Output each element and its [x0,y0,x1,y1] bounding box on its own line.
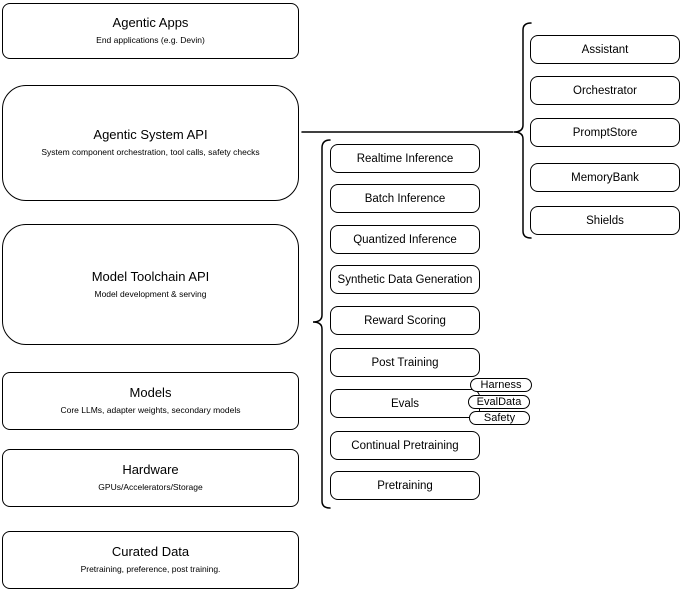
node-title: Models [129,385,172,401]
node-reward-scoring: Reward Scoring [330,306,480,335]
node-hardware: Hardware GPUs/Accelerators/Storage [2,449,299,507]
tag-label: EvalData [476,396,522,408]
node-label: Reward Scoring [364,314,446,327]
node-orchestrator: Orchestrator [530,76,680,105]
node-label: Continual Pretraining [351,439,459,452]
node-title: Agentic System API [93,127,208,143]
node-label: Batch Inference [364,192,446,205]
node-models: Models Core LLMs, adapter weights, secon… [2,372,299,430]
tag-harness: Harness [470,378,532,392]
components-brace [513,22,532,239]
tag-label: Safety [483,412,516,424]
node-subtitle: Model development & serving [94,288,207,299]
node-label: Pretraining [377,479,433,492]
node-label: Synthetic Data Generation [337,273,473,286]
node-pretraining: Pretraining [330,471,480,500]
node-label: PromptStore [572,126,638,139]
node-subtitle: Core LLMs, adapter weights, secondary mo… [60,405,241,416]
node-subtitle: Pretraining, preference, post training. [80,564,221,575]
node-agentic-system-api: Agentic System API System component orch… [2,85,299,201]
node-subtitle: End applications (e.g. Devin) [96,35,205,46]
node-quantized-inference: Quantized Inference [330,225,480,254]
node-model-toolchain-api: Model Toolchain API Model development & … [2,224,299,345]
node-label: Realtime Inference [356,152,454,165]
node-label: Evals [390,397,420,410]
node-label: MemoryBank [571,171,639,184]
node-label: Orchestrator [573,84,637,97]
node-label: Post Training [371,356,439,369]
node-memorybank: MemoryBank [530,163,680,192]
node-realtime-inference: Realtime Inference [330,144,480,173]
node-synthetic-data-generation: Synthetic Data Generation [330,265,480,294]
node-title: Model Toolchain API [91,268,210,284]
node-label: Shields [586,214,624,227]
node-shields: Shields [530,206,680,235]
tag-evaldata: EvalData [468,395,530,409]
tag-safety: Safety [469,411,530,425]
tag-label: Harness [480,379,522,391]
node-title: Hardware [122,462,179,478]
node-label: Assistant [581,43,629,56]
node-curated-data: Curated Data Pretraining, preference, po… [2,531,299,589]
node-title: Curated Data [111,544,190,560]
toolchain-brace [312,139,331,509]
node-agentic-apps: Agentic Apps End applications (e.g. Devi… [2,3,299,59]
node-continual-pretraining: Continual Pretraining [330,431,480,460]
node-batch-inference: Batch Inference [330,184,480,213]
node-assistant: Assistant [530,35,680,64]
node-post-training: Post Training [330,348,480,377]
node-subtitle: GPUs/Accelerators/Storage [98,482,203,493]
node-title: Agentic Apps [112,15,189,31]
node-evals: Evals [330,389,480,418]
node-label: Quantized Inference [353,233,457,246]
node-subtitle: System component orchestration, tool cal… [41,147,260,158]
node-promptstore: PromptStore [530,118,680,147]
